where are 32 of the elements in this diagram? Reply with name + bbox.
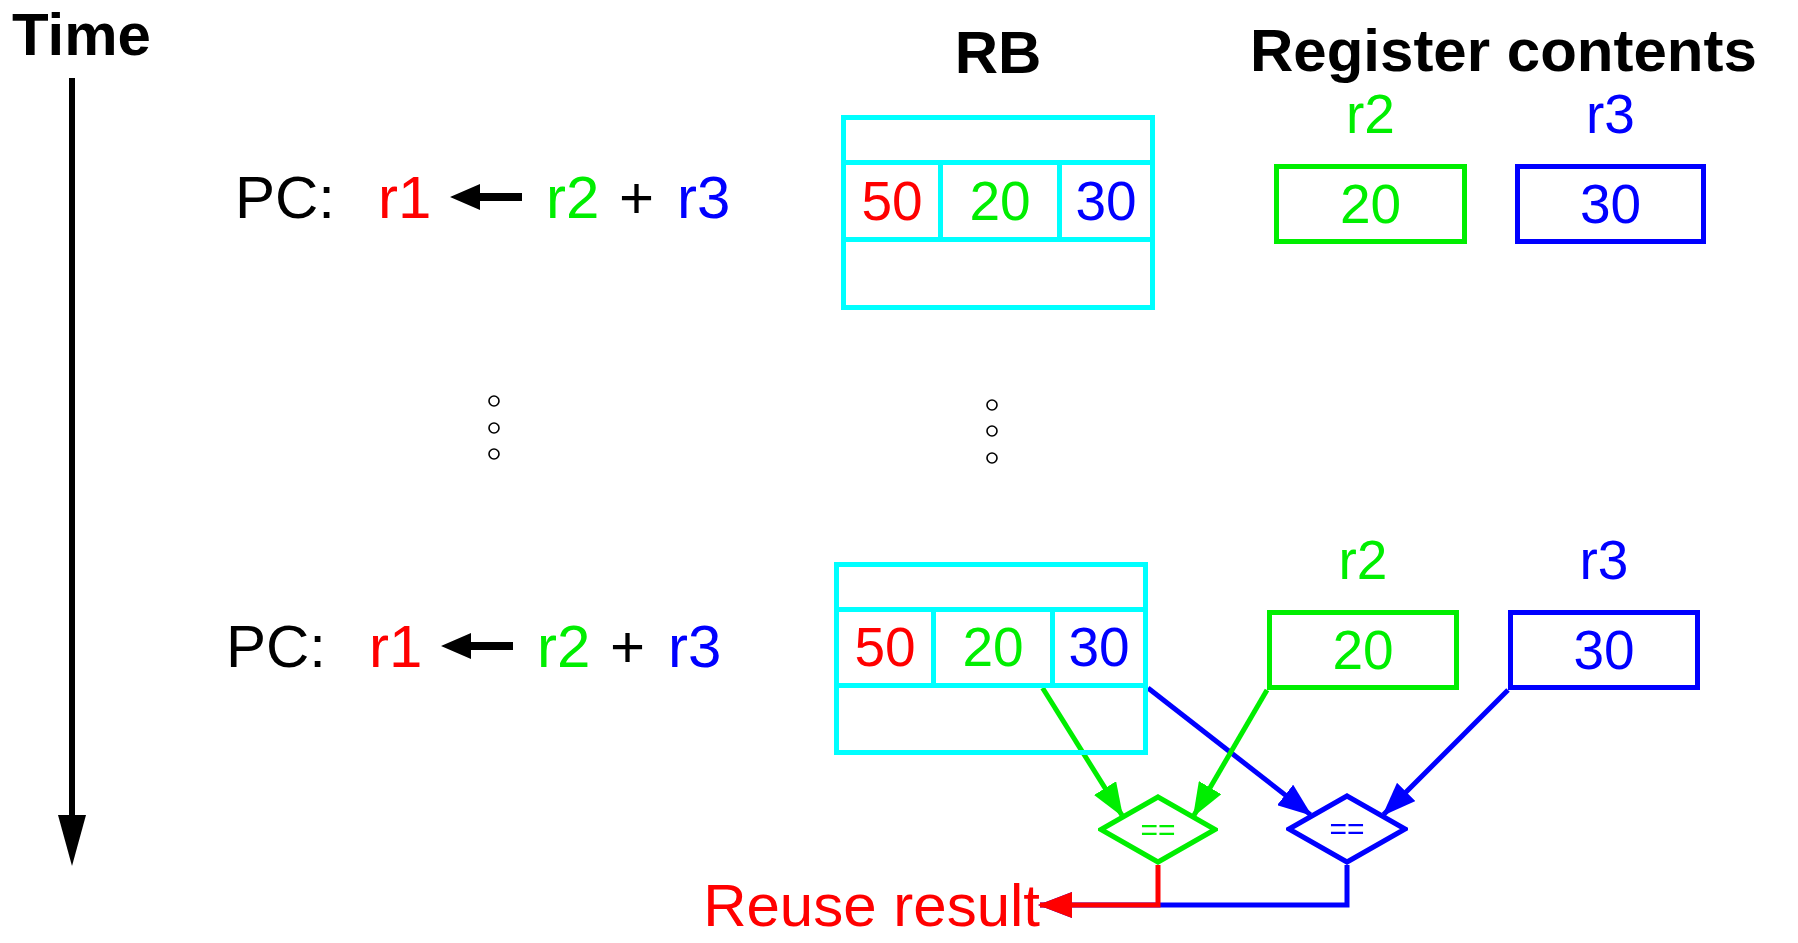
comparison-operator: == (1140, 814, 1176, 845)
register-name: r3 (1586, 84, 1635, 147)
table-heading: RB (954, 20, 1042, 88)
register-name: r2 (1338, 530, 1388, 593)
heading: Time (12, 0, 151, 69)
comparator-diamond (1098, 794, 1218, 865)
result-text: Reuse result (703, 870, 1040, 940)
expression-text: r3 (677, 162, 731, 232)
expression-text: r3 (668, 611, 722, 681)
expression-text: r2 (537, 611, 591, 681)
comparator-diamond (1286, 793, 1408, 865)
expression-text: + (610, 611, 646, 681)
heading: Register contents (1250, 15, 1757, 85)
register-box: 20 (1267, 610, 1459, 690)
register-box: 20 (1274, 164, 1467, 244)
register-name: r2 (1346, 84, 1395, 147)
register-box: 30 (1508, 610, 1700, 690)
expression-text: PC: (235, 162, 336, 232)
expression-text: r2 (546, 162, 600, 232)
expression-text: + (619, 162, 655, 232)
expression-text: PC: (226, 611, 327, 681)
comparison-operator: == (1329, 814, 1365, 844)
arrow (1191, 688, 1270, 818)
expression-text: r1 (378, 162, 432, 232)
arrow (1381, 688, 1510, 817)
arrow (1038, 865, 1161, 918)
register-box: 30 (1515, 164, 1706, 244)
arrow (1040, 686, 1125, 817)
reorder-buffer-table (834, 562, 1148, 755)
expression-text: r1 (369, 611, 423, 681)
arrow (1146, 686, 1312, 817)
register-name: r3 (1579, 530, 1629, 593)
